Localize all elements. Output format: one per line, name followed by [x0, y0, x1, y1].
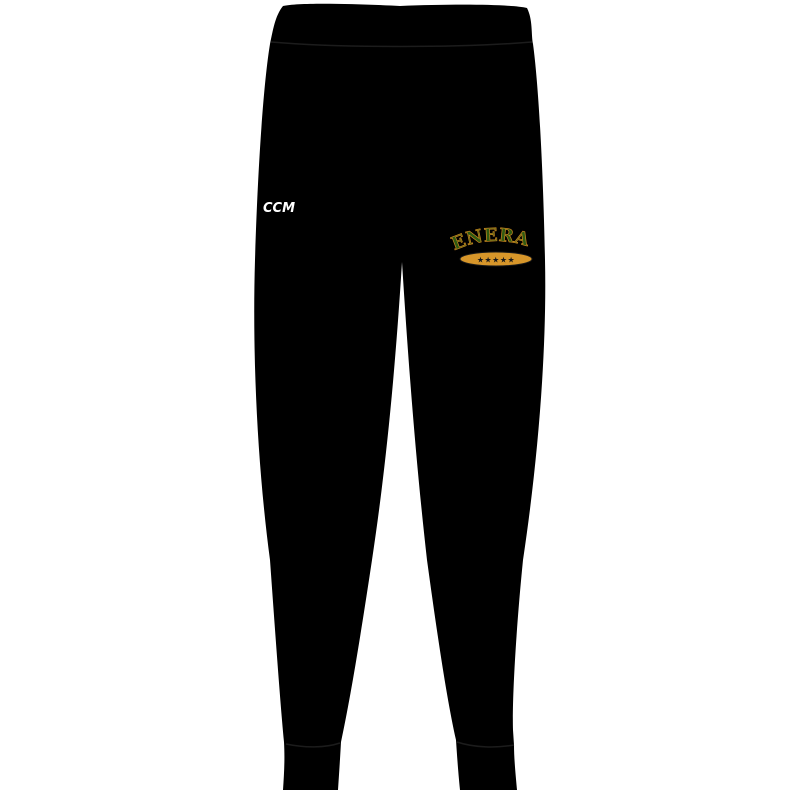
waistband-seam: [270, 41, 533, 48]
ccm-logo: CCM: [263, 201, 295, 216]
logo-oval-banner: [459, 251, 533, 267]
pants-body: [254, 3, 546, 790]
logo-stars: ★★★★★: [477, 256, 515, 265]
right-cuff-seam: [456, 741, 515, 748]
left-cuff-seam: [285, 742, 341, 748]
